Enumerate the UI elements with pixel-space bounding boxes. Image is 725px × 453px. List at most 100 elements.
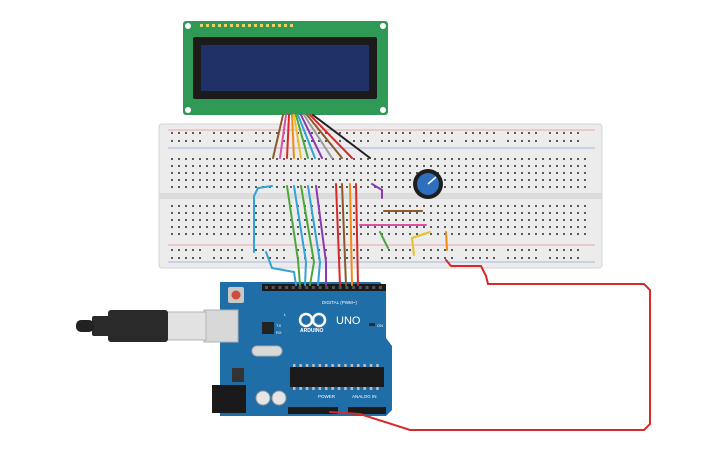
breadboard-hole[interactable] bbox=[276, 179, 278, 181]
breadboard-hole[interactable] bbox=[437, 233, 439, 235]
breadboard-hole[interactable] bbox=[430, 212, 432, 214]
breadboard-hole[interactable] bbox=[444, 158, 446, 160]
breadboard-hole[interactable] bbox=[486, 226, 488, 228]
breadboard-hole[interactable] bbox=[500, 219, 502, 221]
breadboard-hole[interactable] bbox=[549, 233, 551, 235]
breadboard-hole[interactable] bbox=[290, 205, 292, 207]
breadboard-hole[interactable] bbox=[444, 140, 446, 142]
breadboard-hole[interactable] bbox=[444, 165, 446, 167]
breadboard-hole[interactable] bbox=[444, 186, 446, 188]
breadboard-hole[interactable] bbox=[248, 172, 250, 174]
breadboard-hole[interactable] bbox=[535, 179, 537, 181]
breadboard-hole[interactable] bbox=[206, 158, 208, 160]
breadboard-hole[interactable] bbox=[199, 172, 201, 174]
breadboard-hole[interactable] bbox=[493, 233, 495, 235]
breadboard-hole[interactable] bbox=[227, 179, 229, 181]
breadboard-hole[interactable] bbox=[388, 205, 390, 207]
breadboard-hole[interactable] bbox=[584, 172, 586, 174]
breadboard-hole[interactable] bbox=[255, 186, 257, 188]
breadboard-hole[interactable] bbox=[451, 257, 453, 259]
breadboard-hole[interactable] bbox=[486, 257, 488, 259]
breadboard-hole[interactable] bbox=[367, 233, 369, 235]
breadboard-hole[interactable] bbox=[262, 233, 264, 235]
wire-lcd-blue[interactable] bbox=[297, 114, 316, 159]
breadboard-hole[interactable] bbox=[521, 205, 523, 207]
digital-pin[interactable] bbox=[325, 286, 329, 289]
breadboard-hole[interactable] bbox=[402, 132, 404, 134]
breadboard-hole[interactable] bbox=[577, 179, 579, 181]
breadboard-hole[interactable] bbox=[353, 165, 355, 167]
breadboard-hole[interactable] bbox=[262, 165, 264, 167]
breadboard-hole[interactable] bbox=[535, 226, 537, 228]
breadboard-hole[interactable] bbox=[479, 233, 481, 235]
breadboard-hole[interactable] bbox=[584, 158, 586, 160]
breadboard-hole[interactable] bbox=[465, 179, 467, 181]
breadboard-hole[interactable] bbox=[227, 233, 229, 235]
breadboard-hole[interactable] bbox=[353, 140, 355, 142]
breadboard-hole[interactable] bbox=[465, 186, 467, 188]
breadboard-hole[interactable] bbox=[507, 219, 509, 221]
breadboard-hole[interactable] bbox=[395, 249, 397, 251]
breadboard-hole[interactable] bbox=[395, 226, 397, 228]
breadboard-hole[interactable] bbox=[444, 249, 446, 251]
breadboard-hole[interactable] bbox=[346, 179, 348, 181]
breadboard-hole[interactable] bbox=[535, 140, 537, 142]
breadboard-hole[interactable] bbox=[423, 158, 425, 160]
breadboard-hole[interactable] bbox=[542, 158, 544, 160]
breadboard-hole[interactable] bbox=[493, 179, 495, 181]
breadboard-hole[interactable] bbox=[535, 212, 537, 214]
breadboard-hole[interactable] bbox=[465, 165, 467, 167]
breadboard-hole[interactable] bbox=[269, 249, 271, 251]
breadboard-hole[interactable] bbox=[577, 226, 579, 228]
breadboard-hole[interactable] bbox=[437, 165, 439, 167]
breadboard-hole[interactable] bbox=[276, 172, 278, 174]
breadboard-hole[interactable] bbox=[409, 165, 411, 167]
breadboard-hole[interactable] bbox=[528, 165, 530, 167]
breadboard-hole[interactable] bbox=[556, 205, 558, 207]
breadboard-hole[interactable] bbox=[381, 172, 383, 174]
breadboard-hole[interactable] bbox=[388, 233, 390, 235]
breadboard-hole[interactable] bbox=[346, 219, 348, 221]
breadboard-hole[interactable] bbox=[304, 172, 306, 174]
breadboard-hole[interactable] bbox=[542, 226, 544, 228]
breadboard-hole[interactable] bbox=[241, 179, 243, 181]
breadboard-hole[interactable] bbox=[514, 132, 516, 134]
breadboard-hole[interactable] bbox=[227, 249, 229, 251]
breadboard-hole[interactable] bbox=[577, 158, 579, 160]
breadboard-hole[interactable] bbox=[521, 140, 523, 142]
breadboard-hole[interactable] bbox=[367, 140, 369, 142]
breadboard-hole[interactable] bbox=[332, 212, 334, 214]
breadboard-hole[interactable] bbox=[437, 140, 439, 142]
breadboard-hole[interactable] bbox=[486, 140, 488, 142]
breadboard-hole[interactable] bbox=[542, 205, 544, 207]
breadboard-hole[interactable] bbox=[577, 165, 579, 167]
breadboard-hole[interactable] bbox=[311, 172, 313, 174]
breadboard-hole[interactable] bbox=[283, 140, 285, 142]
wire-blue-to-arduino[interactable] bbox=[265, 251, 297, 286]
breadboard-hole[interactable] bbox=[332, 179, 334, 181]
breadboard-hole[interactable] bbox=[192, 172, 194, 174]
breadboard-hole[interactable] bbox=[563, 257, 565, 259]
breadboard-hole[interactable] bbox=[409, 172, 411, 174]
breadboard-hole[interactable] bbox=[360, 132, 362, 134]
breadboard-hole[interactable] bbox=[220, 165, 222, 167]
breadboard-hole[interactable] bbox=[570, 165, 572, 167]
digital-pin[interactable] bbox=[345, 286, 349, 289]
breadboard-hole[interactable] bbox=[542, 186, 544, 188]
digital-pin[interactable] bbox=[311, 286, 315, 289]
breadboard-hole[interactable] bbox=[402, 140, 404, 142]
breadboard-hole[interactable] bbox=[297, 158, 299, 160]
breadboard-hole[interactable] bbox=[220, 172, 222, 174]
breadboard-hole[interactable] bbox=[451, 165, 453, 167]
breadboard-hole[interactable] bbox=[241, 186, 243, 188]
breadboard-hole[interactable] bbox=[437, 205, 439, 207]
breadboard-hole[interactable] bbox=[430, 132, 432, 134]
breadboard-hole[interactable] bbox=[570, 186, 572, 188]
breadboard-hole[interactable] bbox=[192, 212, 194, 214]
breadboard-hole[interactable] bbox=[262, 132, 264, 134]
breadboard-hole[interactable] bbox=[556, 219, 558, 221]
breadboard-hole[interactable] bbox=[353, 257, 355, 259]
breadboard-hole[interactable] bbox=[451, 233, 453, 235]
breadboard-hole[interactable] bbox=[402, 249, 404, 251]
breadboard-hole[interactable] bbox=[556, 132, 558, 134]
